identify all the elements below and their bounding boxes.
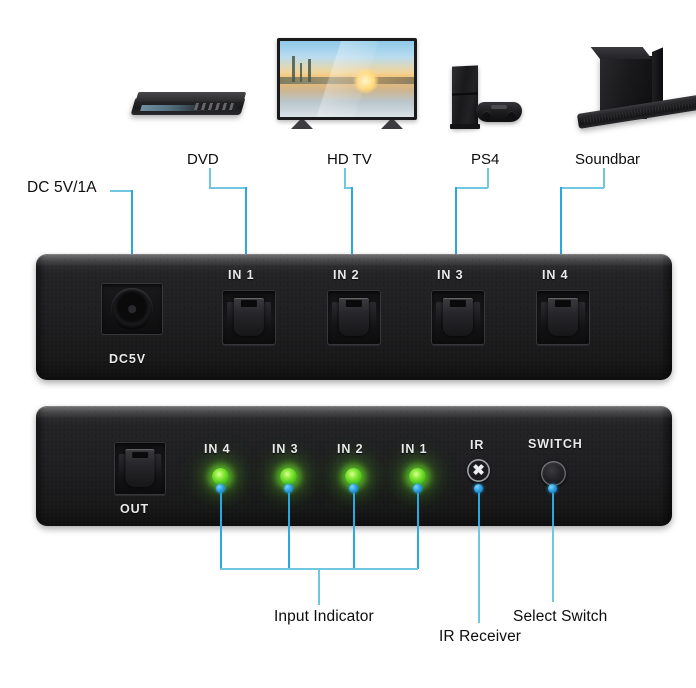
leader-dvd-horizontal — [209, 187, 246, 189]
leader-indicator-drop — [318, 568, 320, 605]
input-indicator-led-3 — [280, 468, 297, 485]
leader-dvd-vertical — [245, 187, 247, 309]
optical-input-port-2[interactable] — [327, 290, 381, 345]
silk-in-3: IN 3 — [437, 268, 464, 282]
leader-dot-switch — [548, 484, 557, 493]
callout-input-indicator: Input Indicator — [274, 608, 374, 625]
caption-soundbar: Soundbar — [575, 151, 641, 168]
input-indicator-led-4 — [212, 468, 229, 485]
leader-switch-extend — [552, 526, 554, 602]
silk-led-in-1: IN 1 — [401, 442, 428, 456]
silk-in-4: IN 4 — [542, 268, 569, 282]
soundbar-icon — [576, 47, 696, 132]
leader-ps4-vertical — [455, 187, 457, 309]
game-console-icon — [450, 65, 530, 130]
leader-ir-extend — [478, 526, 480, 623]
ir-x-glyph: ✖ — [472, 462, 485, 479]
input-indicator-led-1 — [409, 468, 426, 485]
label-dc-power: DC 5V/1A — [27, 179, 97, 196]
silk-out: OUT — [120, 502, 150, 516]
leader-dvd-stub — [209, 168, 211, 188]
optical-input-port-4[interactable] — [536, 290, 590, 345]
leader-led4-vertical — [220, 486, 222, 569]
leader-led2-vertical — [353, 486, 355, 569]
silk-in-2: IN 2 — [333, 268, 360, 282]
leader-hdtv-vertical — [351, 187, 353, 309]
callout-ir-receiver: IR Receiver — [439, 628, 522, 645]
leader-led3-vertical — [288, 486, 290, 569]
leader-ps4-horizontal — [455, 187, 488, 189]
select-switch-button[interactable] — [541, 461, 566, 486]
leader-hdtv-horizontal — [344, 187, 352, 189]
silk-in-1: IN 1 — [228, 268, 255, 282]
leader-dc-vertical — [131, 190, 133, 305]
silk-led-in-4: IN 4 — [204, 442, 231, 456]
leader-soundbar-vertical — [560, 187, 562, 309]
leader-switch-vertical — [552, 486, 554, 526]
leader-dot-led2 — [349, 484, 358, 493]
silk-led-in-2: IN 2 — [337, 442, 364, 456]
optical-input-port-3[interactable] — [431, 290, 485, 345]
leader-ir-vertical — [478, 486, 480, 526]
ir-receiver-icon: ✖ — [467, 459, 490, 482]
leader-dot-ir — [474, 484, 483, 493]
callout-select-switch: Select Switch — [513, 608, 608, 625]
leader-led1-vertical — [417, 486, 419, 569]
silk-ir: IR — [470, 438, 485, 452]
input-indicator-led-2 — [345, 468, 362, 485]
leader-dot-led1 — [413, 484, 422, 493]
leader-hdtv-stub — [344, 168, 346, 188]
television-icon — [277, 38, 417, 130]
leader-ps4-stub — [487, 168, 489, 188]
leader-soundbar-stub — [603, 168, 605, 188]
caption-hdtv: HD TV — [327, 151, 372, 168]
caption-dvd: DVD — [187, 151, 219, 168]
silk-dc5v: DC5V — [109, 352, 146, 366]
dvd-player-icon — [130, 88, 251, 124]
leader-dot-led4 — [216, 484, 225, 493]
caption-ps4: PS4 — [471, 151, 500, 168]
optical-input-port-1[interactable] — [222, 290, 276, 345]
leader-dc-horizontal — [110, 190, 132, 192]
optical-output-port[interactable] — [114, 442, 166, 495]
leader-dot-led3 — [284, 484, 293, 493]
dc-power-port[interactable] — [101, 283, 163, 335]
silk-switch: SWITCH — [528, 437, 583, 451]
leader-soundbar-horizontal — [560, 187, 604, 189]
silk-led-in-3: IN 3 — [272, 442, 299, 456]
